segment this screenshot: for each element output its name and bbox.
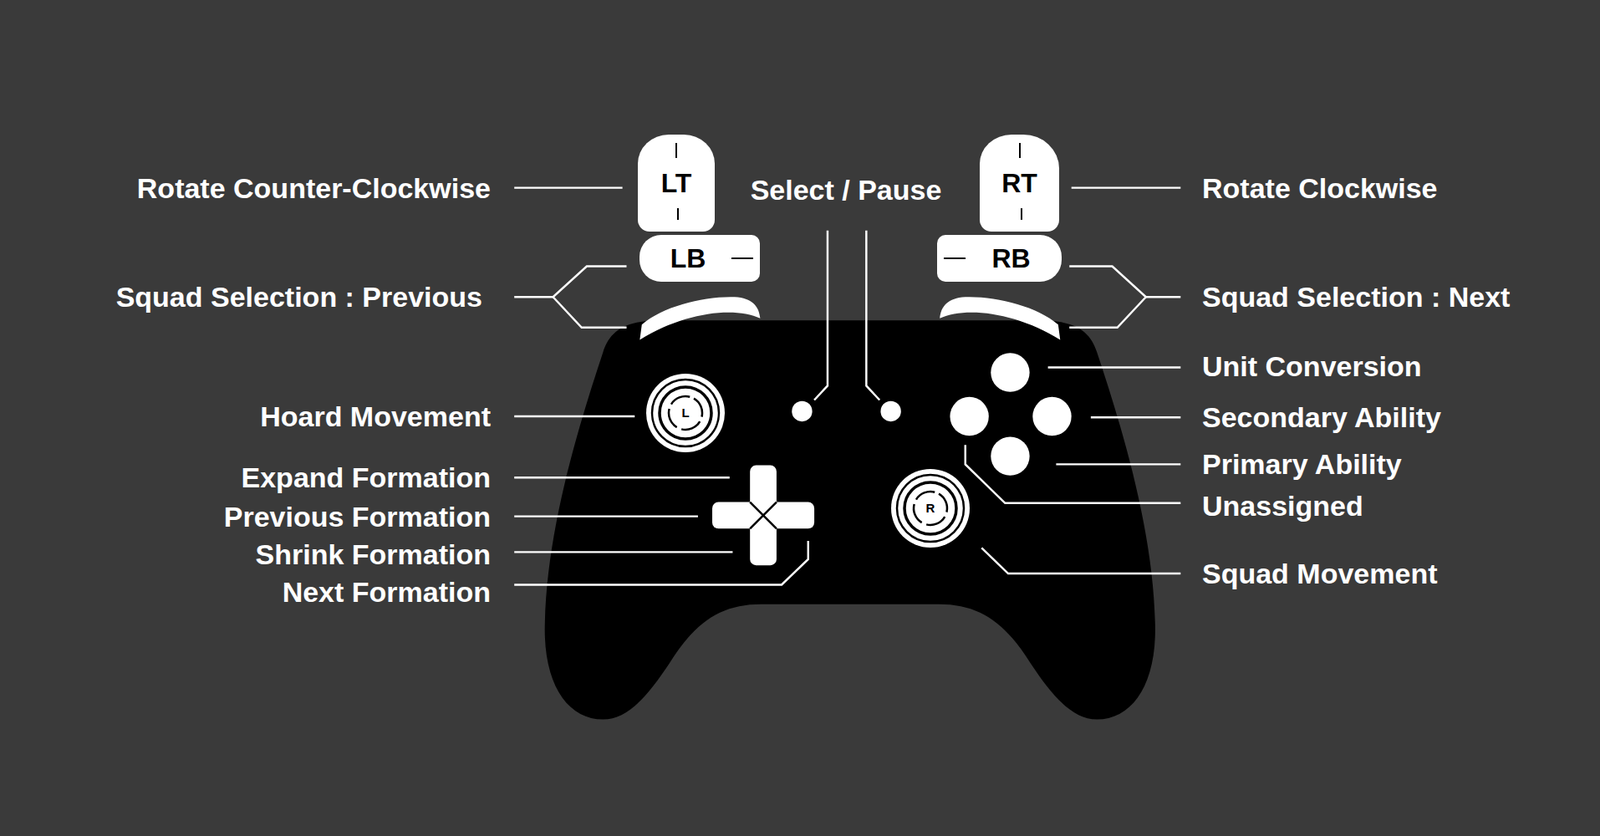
callout-label: Rotate Clockwise — [1202, 171, 1438, 206]
callout-label: Unassigned — [1202, 489, 1364, 524]
face-button — [990, 436, 1030, 475]
leader-lines — [514, 188, 1181, 586]
bumper-dash — [943, 257, 966, 260]
controller-body — [545, 320, 1156, 719]
leader-line — [514, 415, 635, 418]
leader-line — [866, 230, 880, 401]
trigger-tick — [675, 142, 678, 158]
callout-label: Squad Movement — [1202, 556, 1437, 592]
trigger-tick — [677, 208, 679, 220]
button-label: LB — [670, 243, 707, 275]
stick-ring — [896, 474, 964, 542]
stick-ring — [659, 387, 712, 439]
face-button — [1032, 397, 1071, 436]
trigger-button: RT — [979, 134, 1060, 232]
leader-line — [514, 186, 622, 189]
callout-label: Unit Conversion — [1202, 349, 1422, 384]
button-label: RT — [1001, 168, 1038, 199]
bumper-button: LB — [639, 234, 760, 282]
callout-label: Previous Formation — [224, 499, 491, 535]
leader-bracket — [1069, 266, 1181, 298]
dpad-arm — [749, 465, 777, 566]
leader-line — [965, 444, 1182, 504]
left-shoulder — [639, 296, 760, 340]
leader-line — [514, 540, 809, 585]
leader-line — [514, 550, 733, 553]
button-label: LT — [661, 168, 693, 199]
leader-line — [981, 547, 1181, 574]
callout-label: Hoard Movement — [259, 399, 491, 434]
leader-line — [514, 514, 699, 517]
leader-line — [514, 476, 730, 479]
menu-button — [791, 401, 812, 422]
stick-button: R — [890, 468, 971, 549]
right-shoulder — [939, 296, 1060, 340]
bumper-dash — [731, 257, 754, 260]
trigger-tick — [1019, 142, 1021, 158]
callout-label: Squad Selection : Previous — [116, 280, 483, 315]
leader-line — [1048, 366, 1182, 368]
leader-line — [1055, 463, 1181, 465]
button-label: R — [926, 500, 936, 515]
stick-ring — [907, 485, 954, 532]
leader-bracket — [514, 266, 627, 298]
leader-line — [1090, 416, 1181, 418]
bumper-button: RB — [937, 234, 1062, 282]
trigger-tick — [1020, 208, 1023, 220]
callout-label: Expand Formation — [241, 460, 491, 495]
leader-line — [814, 230, 828, 401]
leader-line — [1071, 186, 1182, 189]
stick-ring — [904, 482, 957, 535]
callout-label: Shrink Formation — [255, 537, 491, 572]
callout-label: Select / Pause — [750, 173, 943, 208]
illustration-group — [514, 188, 1181, 720]
callout-label: Primary Ability — [1202, 447, 1402, 482]
stick-ring — [652, 379, 719, 447]
trigger-button: LT — [637, 134, 715, 232]
face-button — [949, 397, 989, 436]
stick-button: L — [645, 372, 726, 454]
callout-label: Secondary Ability — [1202, 400, 1442, 435]
dpad-divider — [749, 502, 777, 530]
stick-cap — [646, 373, 725, 453]
stick-ring — [662, 390, 709, 437]
leader-bracket — [1069, 296, 1147, 328]
face-button — [990, 352, 1030, 392]
button-label: RB — [991, 243, 1030, 275]
leader-bracket — [553, 296, 627, 328]
button-label: L — [681, 405, 689, 420]
callout-label: Next Formation — [282, 575, 491, 610]
callout-label: Rotate Counter-Clockwise — [137, 171, 491, 206]
stick-cap — [891, 468, 970, 548]
callout-label: Squad Selection : Next — [1202, 280, 1510, 315]
menu-button — [880, 401, 901, 422]
